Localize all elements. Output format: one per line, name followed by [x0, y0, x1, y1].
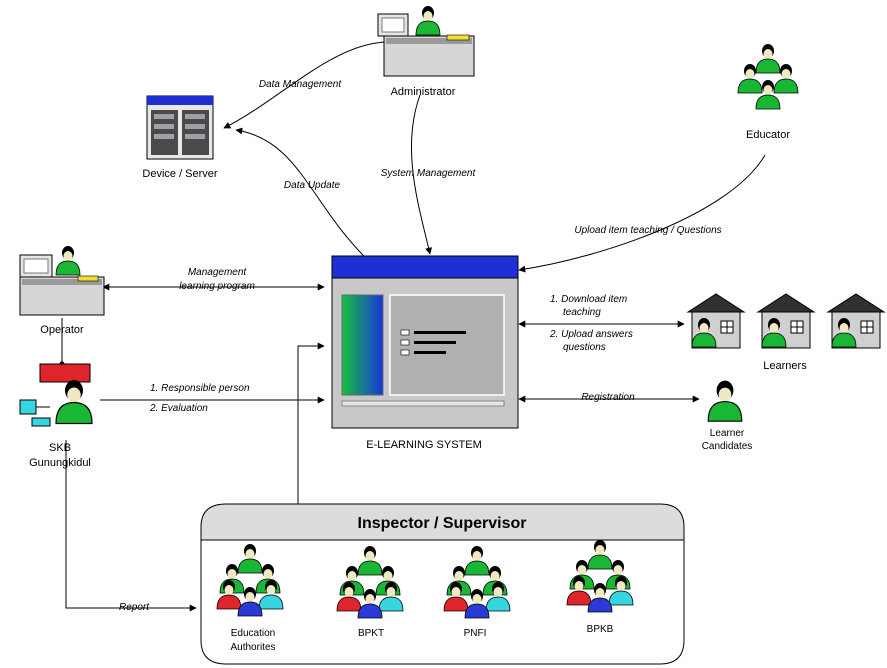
skb-icon	[19, 363, 93, 427]
bpkt-label: BPKT	[358, 628, 384, 639]
registration-label: Registration	[581, 392, 635, 403]
education-authorities-label-line1: Education	[231, 628, 275, 639]
bpkb-label: BPKB	[587, 624, 614, 635]
skb-label-line2: Gunungkidul	[29, 457, 91, 469]
administrator-workstation-icon	[377, 5, 475, 77]
learners-houses-icon	[686, 293, 886, 349]
elearning-system-window	[331, 255, 519, 429]
pnfi-label: PNFI	[464, 628, 487, 639]
data-management-label: Data Management	[259, 79, 342, 90]
inspector-supervisor-panel	[200, 503, 685, 665]
server-icon	[146, 95, 214, 160]
inspector-supervisor-title: Inspector / Supervisor	[358, 515, 527, 532]
edge-system-management	[410, 94, 433, 255]
skb-label-line1: SKB	[49, 442, 71, 454]
administrator-label: Administrator	[391, 86, 456, 98]
elearning-system-label: E-LEARNING SYSTEM	[366, 439, 482, 451]
candidates-label-line1: Learner	[710, 428, 745, 439]
operator-workstation-icon	[19, 245, 105, 316]
device-server-label: Device / Server	[142, 168, 218, 180]
learner-candidates-icon	[707, 380, 743, 422]
download-label-line2: teaching	[563, 307, 601, 318]
education-authorities-label-line2: Authorites	[230, 642, 275, 653]
data-update-label: Data Update	[284, 180, 341, 191]
upload-answers-label-line1: 2. Upload answers	[549, 329, 633, 340]
edge-inspector-to-system	[297, 342, 325, 504]
system-management-label: System Management	[381, 168, 477, 179]
responsible-label-line1: 1. Responsible person	[150, 383, 250, 394]
edge-data-management	[223, 41, 386, 129]
edge-data-update	[235, 127, 371, 263]
report-label: Report	[119, 602, 150, 613]
edge-report	[65, 440, 197, 612]
upload-teaching-label: Upload item teaching / Questions	[574, 225, 721, 236]
upload-answers-label-line2: questions	[563, 342, 606, 353]
educator-label: Educator	[746, 129, 790, 141]
operator-label: Operator	[40, 324, 84, 336]
download-label-line1: 1. Download item	[550, 294, 627, 305]
candidates-label-line2: Candidates	[702, 441, 753, 452]
responsible-label-line2: 2. Evaluation	[149, 403, 208, 414]
educator-icon	[737, 43, 799, 110]
learners-label: Learners	[763, 360, 807, 372]
management-label-line2: learning program	[179, 281, 255, 292]
management-label-line1: Management	[188, 267, 248, 278]
edge-upload-teaching	[518, 154, 766, 273]
